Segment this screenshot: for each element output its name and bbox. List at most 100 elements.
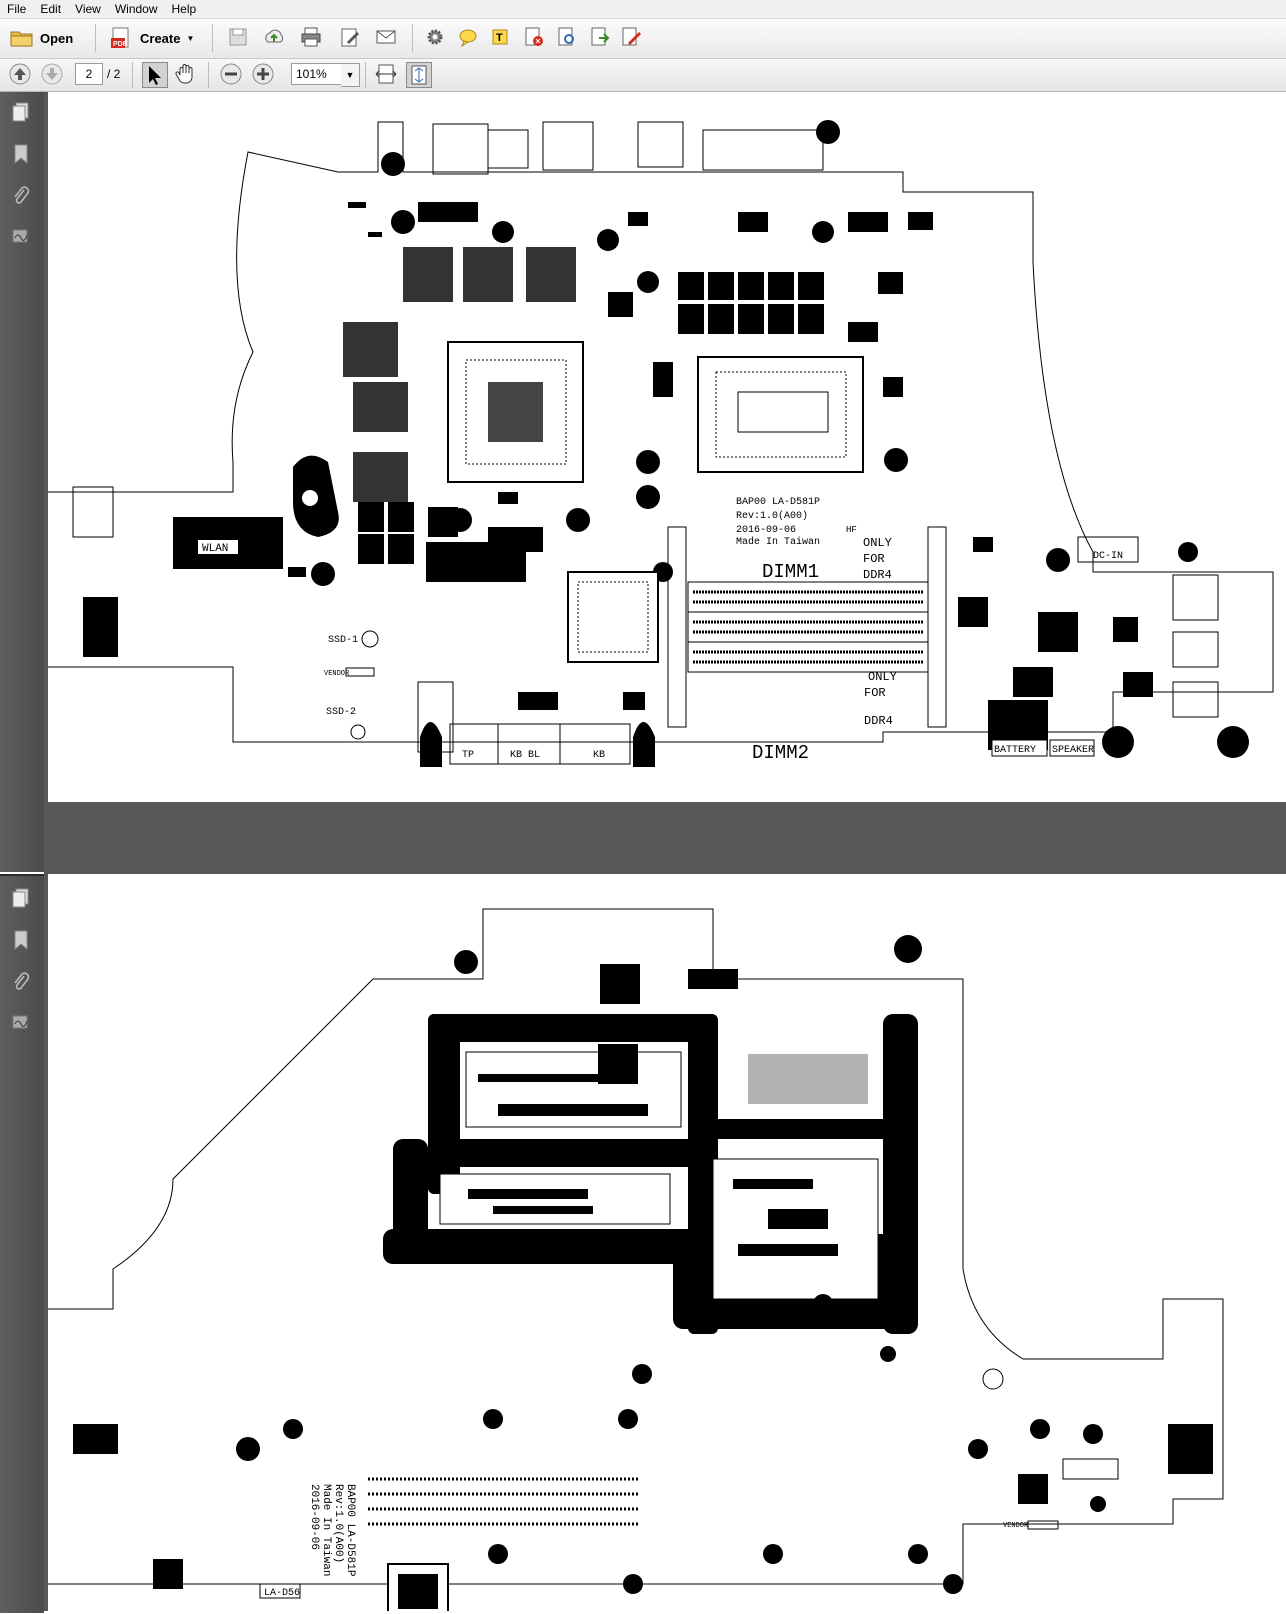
search-doc-icon[interactable] [556, 26, 578, 48]
ssd2-label: SSD-2 [326, 707, 356, 718]
battery-label: BATTERY [994, 745, 1036, 756]
edit-doc-icon[interactable] [339, 26, 361, 48]
usb-right-2 [1172, 681, 1219, 718]
menu-file[interactable]: File [7, 2, 27, 16]
export-icon[interactable] [589, 26, 611, 48]
document-viewport[interactable]: WLAN BAP00 LA-D581P Rev:1.0(A00) 2016-09… [0, 92, 1286, 1614]
dimm2-label: DIMM2 [752, 742, 809, 764]
pages-icon[interactable] [12, 102, 30, 122]
gpu-die [488, 382, 543, 442]
toolbar-divider [412, 24, 413, 52]
select-tool-icon[interactable] [142, 62, 168, 88]
toolbar-divider [212, 24, 213, 52]
mdp-connector [637, 121, 684, 168]
page-gap [44, 802, 1286, 874]
fit-width-icon[interactable] [374, 62, 398, 86]
board-top-layout: WLAN BAP00 LA-D581P Rev:1.0(A00) 2016-09… [2, 120, 1274, 767]
audio-jack [72, 486, 114, 538]
usb-connector [432, 123, 489, 175]
highlight-icon[interactable]: T [490, 26, 512, 48]
signature-icon[interactable] [12, 226, 30, 246]
page-count: / 2 [107, 67, 121, 81]
open-button[interactable]: Open [10, 25, 73, 51]
bookmark-icon[interactable] [12, 144, 30, 164]
menu-edit[interactable]: Edit [40, 2, 62, 16]
usb-c-connector [487, 129, 529, 169]
sign-icon[interactable] [620, 26, 642, 48]
ssd1-label: SSD-1 [328, 635, 358, 646]
main-toolbar: Open PDF Create ▼ T [0, 19, 1286, 59]
create-label: Create [140, 30, 181, 46]
ddr4-label-2: DDR4 [864, 714, 893, 728]
board-rev: Rev:1.0(A00) [736, 510, 808, 522]
create-pdf-icon: PDF [111, 27, 129, 48]
usb-left-connector [83, 597, 118, 657]
io-chip [153, 1559, 183, 1589]
board-date: 2016-09-06 [736, 525, 796, 536]
vrm-inductors [358, 272, 824, 582]
folder-icon [10, 31, 33, 47]
navigation-pane-2 [0, 874, 44, 1613]
comment-icon[interactable] [457, 26, 479, 48]
mount-holes-bottom [236, 935, 1106, 1594]
kb-bl-label: KB BL [510, 750, 540, 761]
zoom-input[interactable]: 101% [291, 63, 347, 85]
bottom-rev: Rev:1.0(A00) [332, 1484, 344, 1563]
toolbar-divider [365, 62, 366, 88]
board-bottom-layout: BAP00 LA-D581P Rev:1.0(A00) Made In Taiw… [0, 908, 1224, 1614]
board-outline [2, 121, 1274, 743]
create-button[interactable]: PDF Create ▼ [110, 25, 194, 51]
svg-text:T: T [496, 32, 503, 44]
paperclip-icon[interactable] [12, 972, 30, 992]
menu-bar: File Edit View Window Help [0, 0, 1286, 19]
board-id: BAP00 LA-D581P [736, 497, 820, 508]
la-d56-label: LA-D56 [264, 1588, 300, 1599]
smd-components [288, 202, 1153, 710]
bottom-made-in: Made In Taiwan [320, 1484, 332, 1576]
usb-right-1 [1172, 631, 1219, 668]
zoom-in-icon[interactable] [251, 62, 275, 86]
for-label-1: FOR [863, 552, 885, 566]
gear-icon[interactable] [424, 26, 446, 48]
only-label-1: ONLY [863, 536, 892, 550]
bottom-vendor-label: VENDOR [1003, 1522, 1029, 1530]
wlan-label: WLAN [202, 543, 228, 555]
zoom-dropdown-icon[interactable]: ▼ [341, 63, 360, 87]
menu-window[interactable]: Window [114, 2, 158, 16]
fit-page-icon[interactable] [406, 62, 432, 88]
power-components [958, 597, 1138, 697]
signature-icon[interactable] [12, 1012, 30, 1032]
dropdown-arrow-icon: ▼ [186, 33, 195, 43]
zoom-out-icon[interactable] [219, 62, 243, 86]
speaker-connector [1049, 739, 1095, 757]
bottom-board-id: BAP00 LA-D581P [344, 1484, 356, 1577]
vram-chips [343, 247, 576, 502]
open-label: Open [40, 30, 74, 46]
menu-help[interactable]: Help [171, 2, 197, 16]
pages-icon[interactable] [12, 888, 30, 908]
email-icon[interactable] [375, 26, 397, 48]
paperclip-icon[interactable] [12, 186, 30, 206]
tp-label: TP [462, 750, 474, 761]
board-made-in: Made In Taiwan [736, 536, 820, 548]
save-icon[interactable] [227, 26, 249, 48]
svg-text:PDF: PDF [113, 41, 128, 48]
ddr4-label-1: DDR4 [863, 568, 892, 582]
bookmark-icon[interactable] [12, 930, 30, 950]
cloud-upload-icon[interactable] [263, 26, 285, 48]
previous-page-icon[interactable] [8, 62, 32, 86]
pch-footprint [567, 571, 659, 663]
navigation-pane-1 [0, 92, 44, 872]
mount-holes [311, 120, 1249, 758]
page-number-input[interactable]: 2 [75, 63, 103, 85]
vendor-label: VENDOR [324, 670, 350, 678]
ethernet-connector [1172, 574, 1219, 621]
hand-tool-icon[interactable] [174, 62, 198, 86]
next-page-icon[interactable] [40, 62, 64, 86]
dimm-slots [667, 526, 947, 728]
print-icon[interactable] [300, 26, 322, 48]
delete-page-icon[interactable] [523, 26, 545, 48]
speaker-label: SPEAKER [1052, 745, 1094, 756]
dc-in-connector [1077, 536, 1139, 563]
menu-view[interactable]: View [75, 2, 101, 16]
